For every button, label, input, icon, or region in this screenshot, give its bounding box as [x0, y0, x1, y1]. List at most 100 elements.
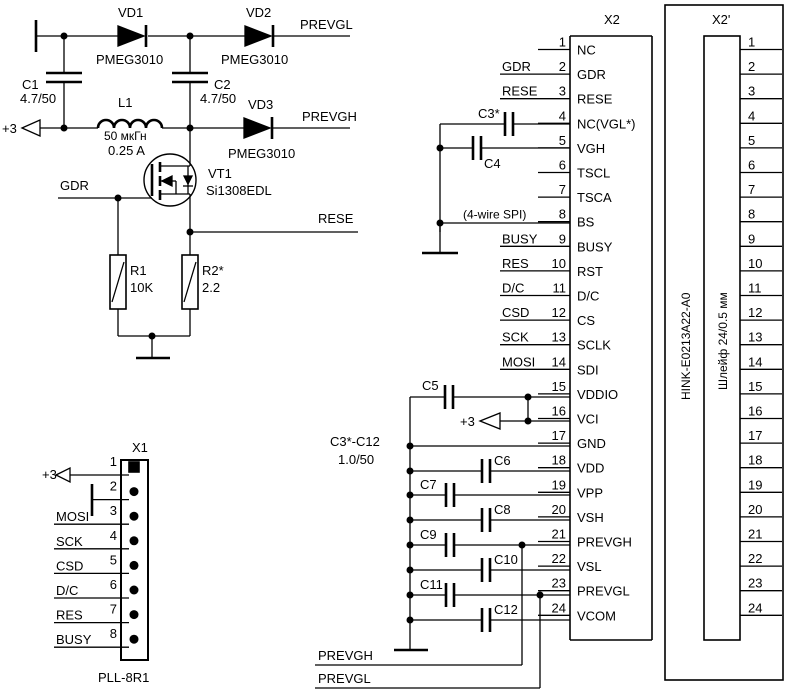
x2-pin: 11D/CD/C	[500, 281, 599, 304]
x2prime-pin: 21	[740, 527, 782, 543]
x2-pin-net: MOSI	[502, 354, 535, 369]
x2-pin-name: VSL	[577, 559, 602, 574]
x2-pin-number: 3	[559, 84, 566, 99]
c11-label: C11	[420, 577, 443, 592]
x2-pin-name: BS	[577, 215, 595, 230]
x2-pin-name: GDR	[577, 67, 606, 82]
diode-vd3	[243, 117, 274, 139]
x2prime-pin: 13	[740, 330, 782, 346]
x1-pin-net: MOSI	[56, 509, 89, 524]
caps-range-label: C3*-C12	[330, 434, 380, 449]
x2prime-part: HINK-E0213A22-A0	[679, 292, 693, 400]
connector-x1: X1 PLL-8R1 1+323MOSI4SCK5CSD6D/C7RES8BUS…	[42, 440, 149, 685]
x2prime-pin-number: 24	[748, 600, 762, 615]
x1-pin-number: 5	[110, 552, 117, 567]
x2-pin: 4NC(VGL*)	[538, 108, 636, 131]
x2prime-pin-number: 2	[748, 59, 755, 74]
x2prime-pin-number: 10	[748, 256, 762, 271]
x2-pin-name: PREVGH	[577, 535, 632, 550]
capacitor-c2	[172, 36, 208, 128]
x1-pin-net: RES	[56, 608, 83, 623]
x2prime-pin: 24	[740, 600, 782, 616]
x2-pin-number: 19	[552, 477, 566, 492]
x2-pin-net: D/C	[502, 281, 524, 296]
x1-title: X1	[132, 440, 148, 455]
c3star-label: C3*	[478, 106, 500, 121]
x1-pin-number: 4	[110, 528, 117, 543]
x2-pin-name: VGH	[577, 141, 605, 156]
vt1-label: VT1	[208, 166, 232, 181]
x2prime-pin: 16	[740, 404, 782, 420]
c7-label: C7	[420, 477, 437, 492]
x2-pin-net: (4-wire SPI)	[463, 208, 526, 222]
x2-pin-number: 23	[552, 576, 566, 591]
prevgh-bottom-label: PREVGH	[318, 648, 373, 663]
x2-pin-number: 4	[559, 108, 566, 123]
x2prime-pin: 2	[740, 59, 782, 75]
vd2-label: VD2	[246, 5, 271, 20]
power-circuit: VD1 PMEG3010 VD2 PMEG3010 PREVGL C1 4.7/…	[2, 5, 358, 360]
caps-range-value: 1.0/50	[338, 452, 374, 467]
x2-pin-number: 10	[552, 256, 566, 271]
x2-pin-name: VDDIO	[577, 387, 618, 402]
x1-pin-net: SCK	[56, 534, 83, 549]
x1-pin: 6D/C	[54, 577, 139, 599]
c5-label: C5	[422, 378, 439, 393]
x2prime-pin: 12	[740, 305, 782, 321]
x2-pin-net: RES	[502, 256, 529, 271]
prevgh-top-label: PREVGH	[302, 109, 357, 124]
x1-pin-number: 7	[110, 602, 117, 617]
x2-pin-number: 1	[559, 35, 566, 50]
x1-pin-number: 6	[110, 577, 117, 592]
x2-pin-number: 15	[552, 379, 566, 394]
x2prime-pin-number: 19	[748, 477, 762, 492]
x2prime-pin: 3	[740, 84, 782, 100]
x2-pin-number: 5	[559, 133, 566, 148]
x2prime-pin-number: 4	[748, 108, 755, 123]
x2prime-pin: 15	[740, 379, 782, 395]
rese-label: RESE	[318, 211, 354, 226]
x2-pin-name: SDI	[577, 362, 599, 377]
x2-pin-name: SCLK	[577, 338, 611, 353]
x2-pin-name: VSH	[577, 510, 604, 525]
x2prime-pin-number: 22	[748, 551, 762, 566]
x2-pin-number: 11	[553, 281, 567, 296]
x2-pin: 1NC	[538, 35, 596, 58]
diode-vd1	[117, 25, 148, 47]
vt1-model: Si1308EDL	[206, 183, 272, 198]
prevgl-top-label: PREVGL	[300, 17, 353, 32]
x2prime-pin-number: 12	[748, 305, 762, 320]
c8-label: C8	[494, 502, 511, 517]
x2-pin-name: D/C	[577, 289, 599, 304]
x2prime-pin: 1	[740, 35, 782, 51]
vd3-label: VD3	[248, 97, 273, 112]
c6-label: C6	[494, 453, 511, 468]
c10-label: C10	[494, 552, 518, 567]
x2-pin-name: VCOM	[577, 608, 616, 623]
x2-pin-number: 21	[552, 527, 566, 542]
x2prime-pin-number: 11	[748, 281, 762, 296]
x2-pin-number: 14	[552, 354, 566, 369]
x2prime-pin-number: 18	[748, 453, 762, 468]
x2prime-pin: 10	[740, 256, 782, 272]
x2-pin-name: TSCL	[577, 166, 610, 181]
x2prime-pin: 14	[740, 354, 782, 370]
x2prime-pin-number: 1	[748, 35, 755, 50]
c9-label: C9	[420, 527, 437, 542]
x2-pin-net: SCK	[502, 330, 529, 345]
x2-pin-number: 17	[552, 428, 566, 443]
capacitor-c1	[46, 36, 82, 128]
x2prime-pin: 5	[740, 133, 782, 149]
